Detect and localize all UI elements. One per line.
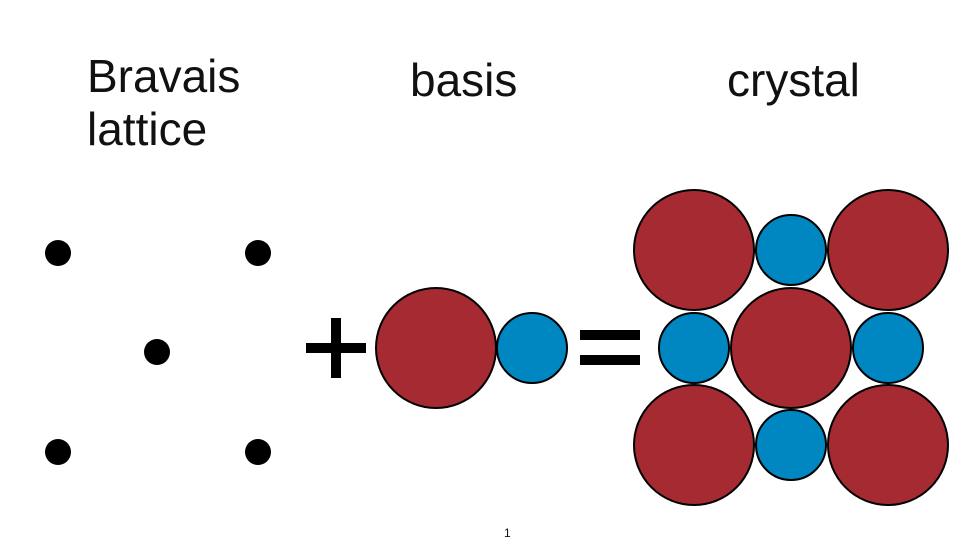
basis xyxy=(375,287,568,409)
crystal-small-atom xyxy=(755,214,827,286)
lattice-point xyxy=(245,240,271,266)
bravais-label-line1: Bravais xyxy=(87,50,241,102)
lattice-point xyxy=(144,339,170,365)
crystal-large-atom xyxy=(827,189,949,311)
crystal-large-atom xyxy=(827,384,949,506)
bravais-lattice xyxy=(45,240,271,465)
bravais-label-line2: lattice xyxy=(87,103,208,155)
plus-operator xyxy=(306,318,366,378)
page-number: 1 xyxy=(504,526,511,540)
crystal-small-atom xyxy=(852,312,924,384)
crystal-small-atom xyxy=(755,409,827,481)
bravais-lattice-label: Bravais lattice xyxy=(87,50,240,156)
crystal-label: crystal xyxy=(727,54,860,106)
crystal-large-atom xyxy=(633,384,755,506)
lattice-point xyxy=(45,439,71,465)
crystal xyxy=(633,189,949,506)
crystal-large-atom xyxy=(730,287,852,409)
crystal-large-atom xyxy=(633,189,755,311)
lattice-point xyxy=(245,439,271,465)
crystal-small-atom xyxy=(658,312,730,384)
equals-operator xyxy=(580,330,640,365)
basis-small-atom xyxy=(496,312,568,384)
basis-large-atom xyxy=(375,287,497,409)
basis-label: basis xyxy=(410,54,518,106)
lattice-point xyxy=(45,240,71,266)
